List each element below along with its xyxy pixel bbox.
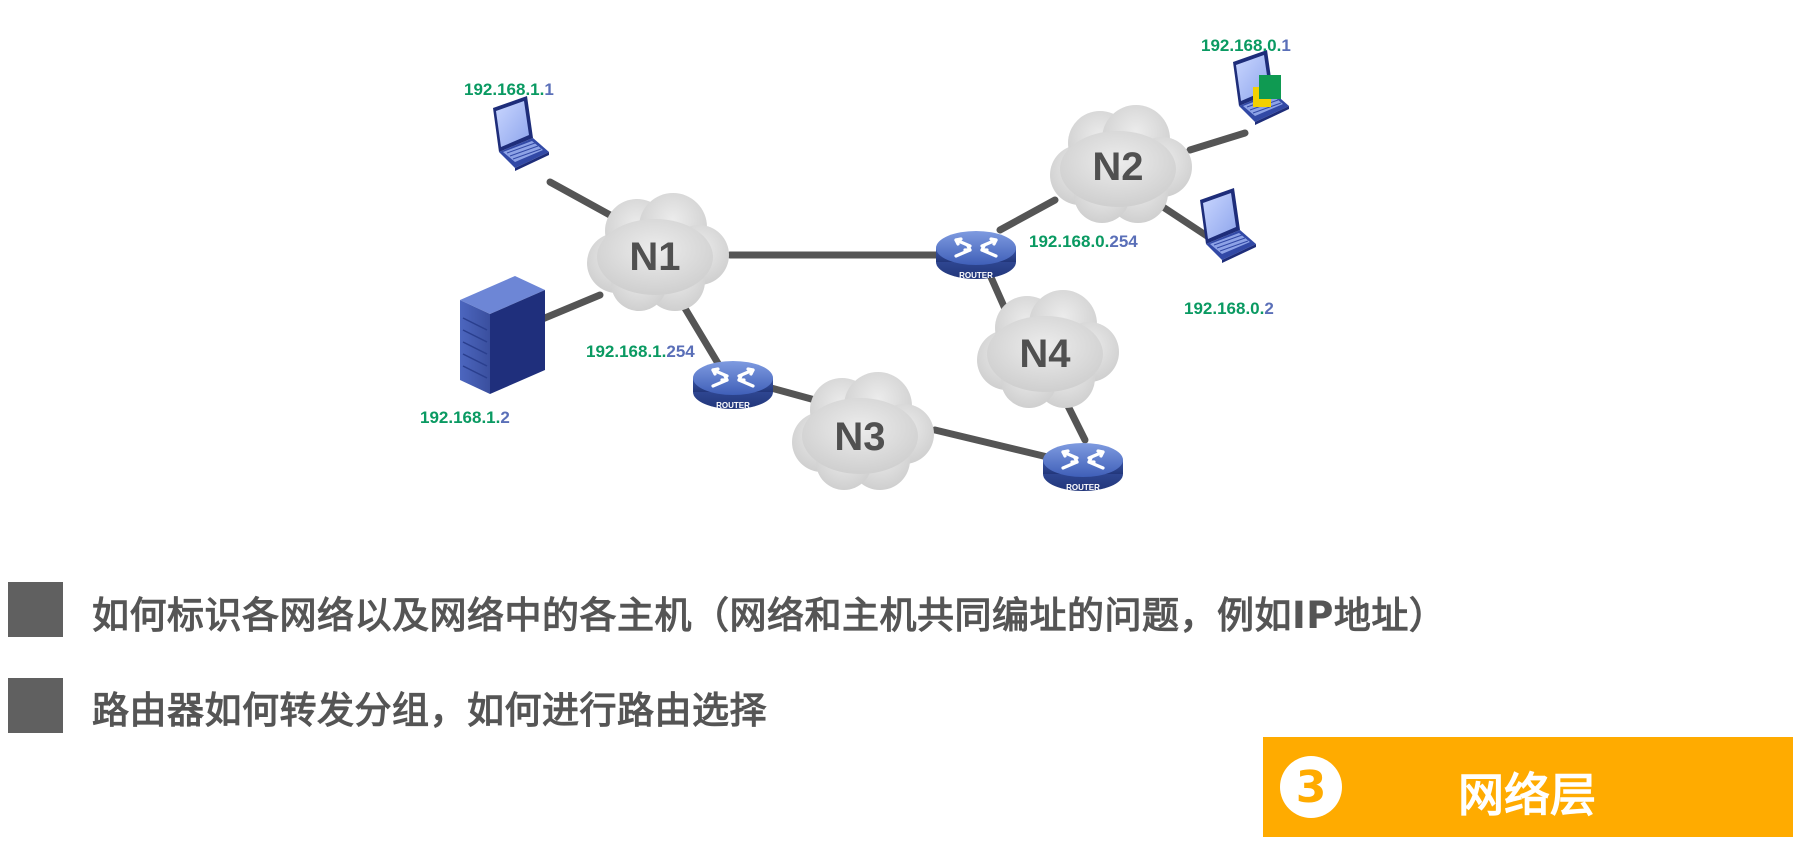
link-router-top-n2: [996, 196, 1059, 234]
layer-banner: 3 网络层: [1263, 737, 1793, 837]
laptop-icon-host-1-1: [492, 95, 550, 172]
laptop-icon-host-0-1: [1232, 49, 1290, 126]
ip-label-host-0-1: 192.168.0.1: [1201, 36, 1291, 55]
link-n2-host0-1: [1186, 129, 1249, 154]
network-topology-diagram: N1 N2 N3 N4 ROUTER ROUTER ROUTER: [420, 36, 1291, 493]
ip-label-host-1-1: 192.168.1.1: [464, 80, 554, 99]
network-label-n4: N4: [1019, 332, 1071, 376]
laptop-icon-host-0-2: [1199, 187, 1257, 264]
router-label: ROUTER: [959, 271, 993, 280]
bullet-square: [8, 678, 63, 733]
link-server-n1: [536, 291, 604, 324]
ip-label-host-0-2: 192.168.0.2: [1184, 299, 1274, 318]
link-host1-n1: [546, 178, 614, 219]
router-label: ROUTER: [1066, 483, 1100, 492]
bullet-text-routing: 路由器如何转发分组，如何进行路由选择: [92, 689, 767, 732]
link-n2-host0-2: [1156, 201, 1214, 242]
ip-label-router-1-254: 192.168.1.254: [586, 342, 695, 361]
router-label: ROUTER: [716, 401, 750, 410]
ip-label-host-1-2: 192.168.1.2: [420, 408, 510, 427]
link-n3-router-bottom: [931, 426, 1064, 464]
ip-label-router-0-254: 192.168.0.254: [1029, 232, 1138, 251]
bullet-square: [8, 582, 63, 637]
router-icon-n1-n2-n4: ROUTER: [934, 229, 1018, 281]
router-icon-n1-n3: ROUTER: [691, 359, 775, 411]
network-links: [536, 129, 1249, 464]
bullet-text-addressing: 如何标识各网络以及网络中的各主机（网络和主机共同编址的问题，例如IP地址）: [92, 594, 1447, 637]
layer-number-badge: 3: [1280, 756, 1342, 818]
network-label-n2: N2: [1092, 145, 1143, 189]
layer-title: 网络层: [1458, 768, 1596, 822]
highlight-green-square: [1259, 75, 1281, 99]
server-icon-host-1-2: [460, 276, 545, 394]
network-label-n3: N3: [834, 415, 885, 459]
router-icon-n3-n4: ROUTER: [1041, 441, 1125, 493]
network-label-n1: N1: [629, 235, 680, 279]
